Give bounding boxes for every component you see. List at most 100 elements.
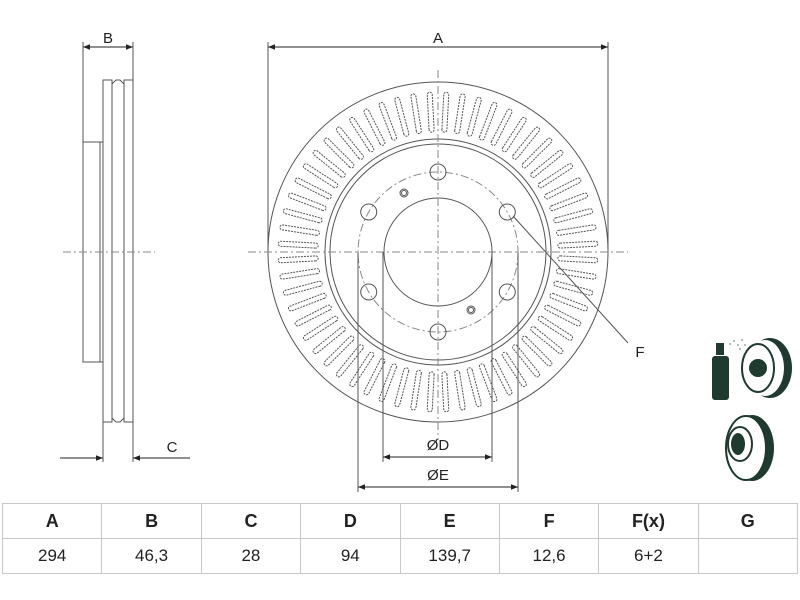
cooling-slot [363,358,386,396]
bolt-hole [498,203,516,221]
cooling-slot [466,367,482,408]
cooling-slot [521,335,553,367]
value-c: 28 [200,538,302,574]
cooling-slot [302,315,339,341]
cooling-slot [553,208,594,224]
header-c: C [200,503,302,539]
cooling-slot [441,371,450,413]
cooling-slot [544,304,582,327]
cooling-slot [349,116,375,153]
front-view [248,42,629,492]
vented-disc-icon [725,415,774,481]
value-d: 94 [300,538,401,574]
cooling-slot [277,255,319,264]
cooling-slot [490,358,513,396]
cooling-slot [512,344,541,378]
cooling-slot [441,91,450,133]
locating-hole [401,190,407,196]
cooling-slot [553,280,594,296]
cooling-slot [312,149,346,178]
bolt-hole [498,283,516,301]
cooling-slot [335,344,364,378]
cooling-slot [282,280,323,296]
cooling-slot [410,93,422,135]
bolt-hole [360,203,378,221]
cooling-slot [544,177,582,200]
dimension-b-label: B [103,30,113,47]
value-g [697,538,799,574]
cooling-slot [537,163,574,189]
bolt-hole [360,283,378,301]
cooling-slot [426,371,435,413]
cooling-slots [277,91,599,413]
cooling-slot [454,93,466,135]
dimension-a-label: A [433,30,443,47]
spray-cleaning-icon [712,338,792,400]
dimension-e-label: ØE [427,467,449,484]
cooling-slot [530,326,564,355]
cooling-slot [394,96,410,137]
cooling-slot [302,163,339,189]
dimension-d-label: ØD [427,437,450,454]
cooling-slot [294,304,332,327]
cooling-slot [557,255,599,264]
bolt-holes [360,163,516,341]
cooling-slot [335,126,364,160]
header-g: G [697,503,799,539]
cooling-slot [410,369,422,411]
cooling-slot [378,101,398,141]
cooling-slot [555,224,597,236]
dimension-f-label: F [635,344,644,361]
cooling-slot [426,91,435,133]
cooling-slot [323,335,355,367]
value-e: 139,7 [399,538,500,574]
cooling-slot [279,268,321,280]
header-a: A [1,503,103,539]
value-a: 294 [1,538,103,574]
header-e: E [399,503,500,539]
cooling-slot [378,363,398,403]
value-f: 12,6 [498,538,600,574]
cooling-slot [501,116,527,153]
cooling-slot [287,192,327,212]
cooling-slot [323,137,355,169]
header-d: D [300,503,401,539]
cooling-slot [279,224,321,236]
cooling-slot [549,192,589,212]
cooling-slot [277,240,319,249]
header-f: F [498,503,600,539]
cooling-slot [555,268,597,280]
cooling-slot [478,101,498,141]
cooling-slot [466,96,482,137]
cooling-slot [537,315,574,341]
cooling-slot [521,137,553,169]
side-view [60,42,190,462]
bolt-hole [429,323,447,341]
leader-f [512,215,629,344]
value-b: 46,3 [101,538,202,574]
cooling-slot [294,177,332,200]
cooling-slot [394,367,410,408]
cooling-slot [512,126,541,160]
cooling-slot [557,240,599,249]
locating-hole [466,305,476,315]
locating-hole [399,188,409,198]
cooling-slot [454,369,466,411]
cooling-slot [490,108,513,146]
cooling-slot [287,292,327,312]
cooling-slot [501,351,527,388]
header-fx: F(x) [598,503,699,539]
cooling-slot [530,149,564,178]
cooling-slot [349,351,375,388]
cooling-slot [312,326,346,355]
cooling-slot [363,108,386,146]
value-fx: 6+2 [598,538,699,574]
locating-hole [468,307,474,313]
cooling-slot [282,208,323,224]
brake-disc-drawing: B C A ØD ØE F [60,30,792,492]
dimension-c-label: C [167,439,178,456]
cooling-slot [478,363,498,403]
